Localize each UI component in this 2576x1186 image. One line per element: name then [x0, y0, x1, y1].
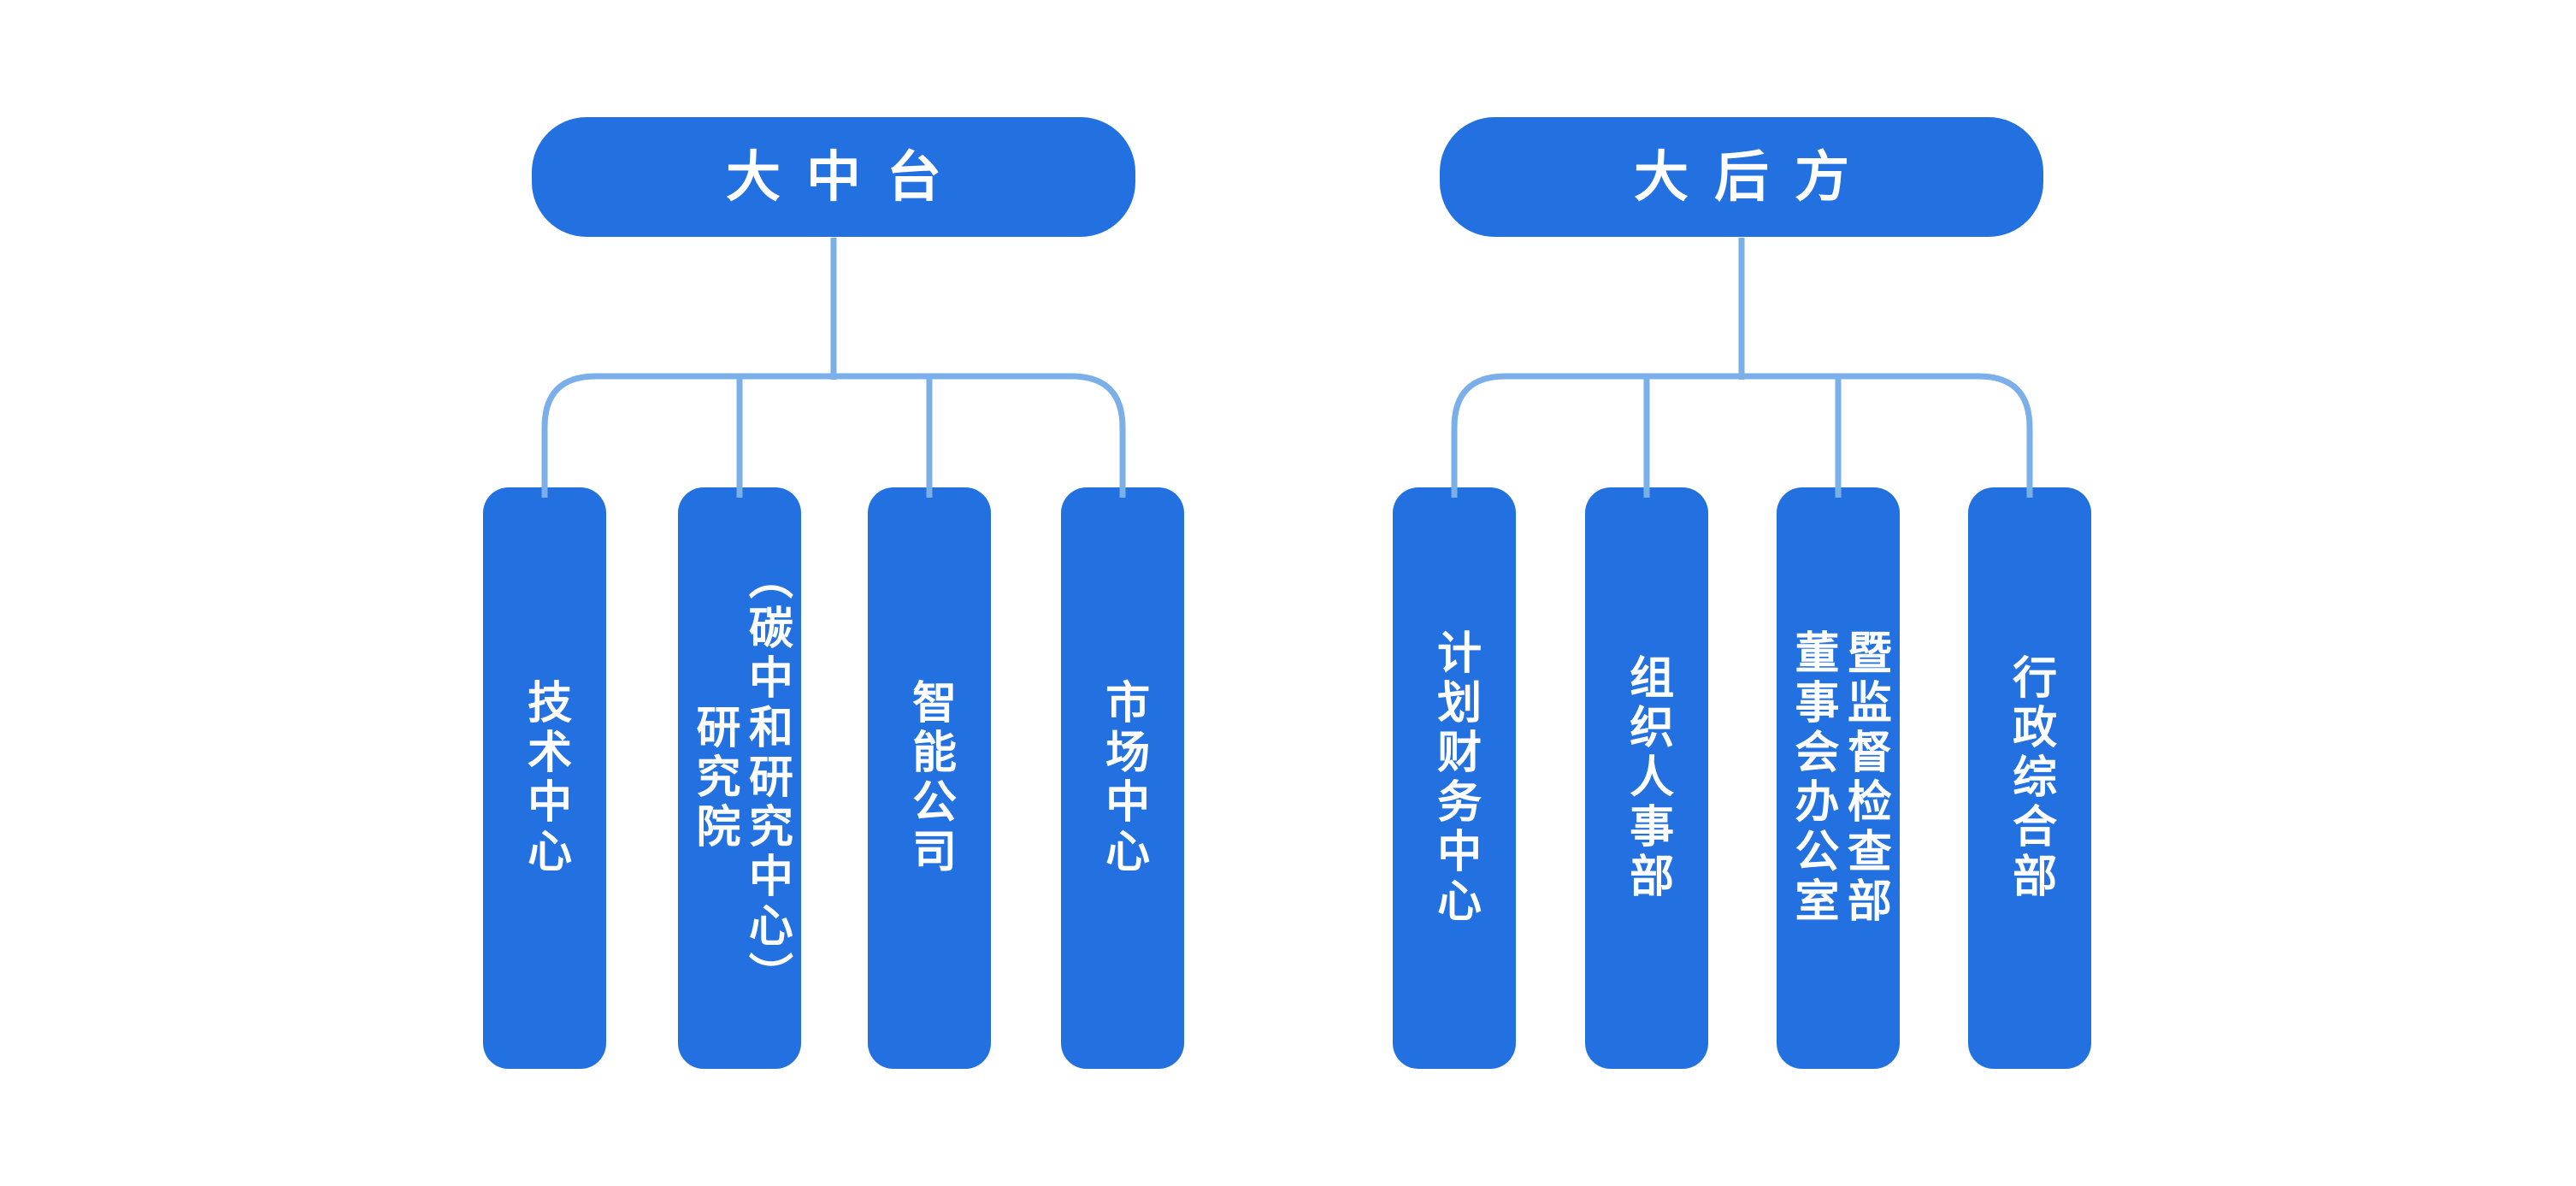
branch-node-left-1: 技术中心 [483, 487, 606, 1069]
branch-node-right-1: 计划财务中心 [1393, 487, 1516, 1069]
branch-node-label: 组织人事部 [1622, 654, 1672, 902]
connector-branch-right [1451, 373, 2033, 498]
connector-branch-left [541, 373, 1126, 498]
branch-node-right-2: 组织人事部 [1585, 487, 1708, 1069]
branch-node-label: 计划财务中心 [1429, 629, 1480, 927]
branch-node-left-3: 智能公司 [868, 487, 991, 1069]
branch-node-label: 技术中心 [520, 679, 570, 877]
branch-node-label: 研究院 （碳中和研究中心） [689, 555, 792, 1001]
branch-node-label: 行政综合部 [2005, 654, 2055, 902]
root-node-label: 大中台 [726, 146, 967, 208]
branch-node-label: 董事会办公室 暨监督检查部 [1788, 629, 1890, 927]
branch-node-left-4: 市场中心 [1061, 487, 1184, 1069]
branch-node-left-2: 研究院 （碳中和研究中心） [678, 487, 801, 1069]
root-node-label: 大后方 [1634, 146, 1875, 208]
branch-node-label: 智能公司 [905, 679, 955, 877]
branch-node-label: 市场中心 [1098, 679, 1148, 877]
root-node-dahoufang: 大后方 [1440, 117, 2043, 237]
branch-node-right-3: 董事会办公室 暨监督检查部 [1777, 487, 1900, 1069]
branch-node-right-4: 行政综合部 [1968, 487, 2091, 1069]
root-node-dazhongtai: 大中台 [532, 117, 1135, 237]
